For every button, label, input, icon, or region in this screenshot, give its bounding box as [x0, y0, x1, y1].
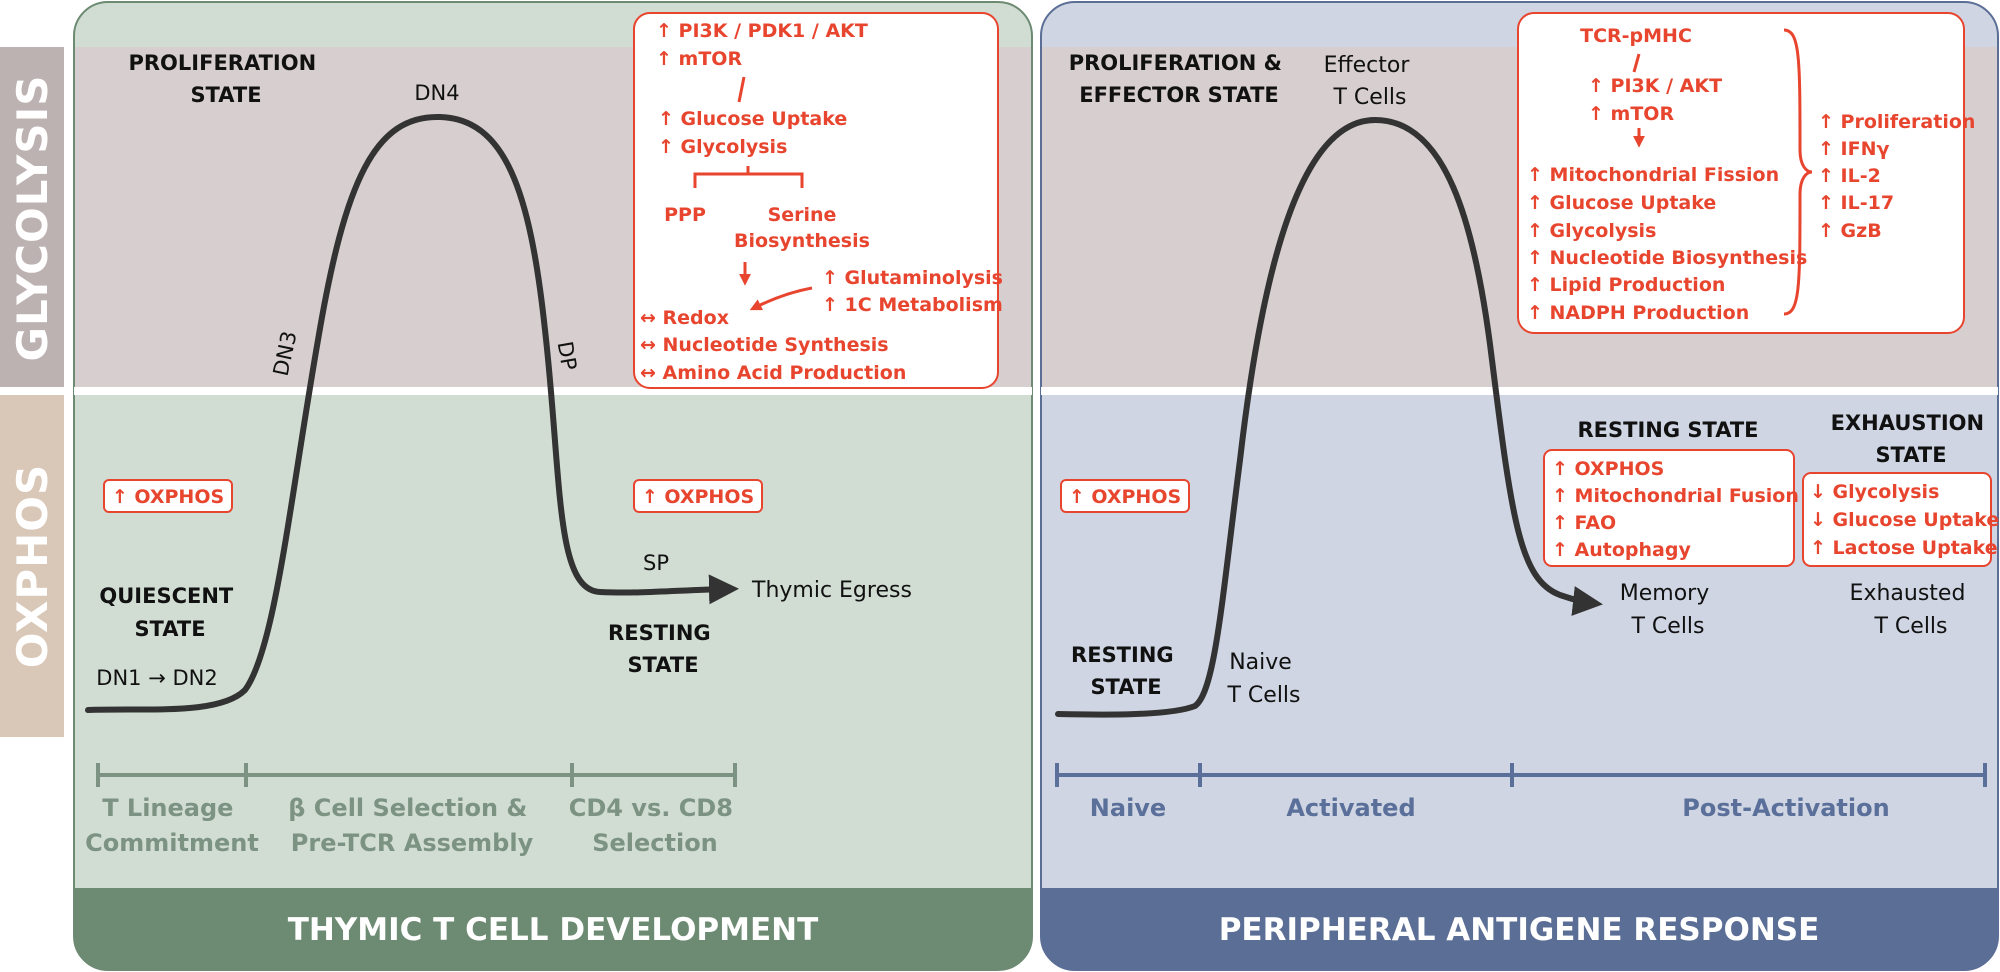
svg-text:↑ Glucose Uptake: ↑ Glucose Uptake: [1527, 192, 1716, 214]
thymic-oxphos-badge-1: [103, 479, 233, 513]
exhausted-t-cells: Exhausted T Cells: [1850, 581, 1973, 639]
thymic-quiescent-state: QUIESCENT STATE: [99, 584, 240, 641]
svg-text:↑ Glucose Uptake: ↑ Glucose Uptake: [658, 108, 847, 130]
svg-text:↑ Lipid Production: ↑ Lipid Production: [1527, 274, 1725, 296]
svg-text:↔ Nucleotide Synthesis: ↔ Nucleotide Synthesis: [640, 334, 889, 356]
memory-metabolism-box: ↑ OXPHOS ↑ Mitochondrial Fusion ↑ FAO ↑ …: [1543, 449, 1799, 567]
peripheral-oxphos-badge-label: ↑ OXPHOS: [1069, 486, 1181, 508]
exhaustion-state: EXHAUSTION STATE: [1831, 411, 1992, 467]
peripheral-metabolism-curve: [1055, 116, 1603, 718]
svg-text:PPP: PPP: [664, 204, 706, 226]
thymic-oxphos-badge-2: [633, 479, 763, 513]
svg-text:↑ PI3K / PDK1 / AKT: ↑ PI3K / PDK1 / AKT: [656, 20, 868, 42]
effector-t-cells: Effector T Cells: [1324, 53, 1417, 110]
svg-text:TCR-pMHC: TCR-pMHC: [1580, 25, 1692, 47]
peripheral-footer-title: PERIPHERAL ANTIGENE RESPONSE: [1219, 912, 1820, 948]
svg-text:↑ OXPHOS: ↑ OXPHOS: [1552, 458, 1664, 480]
peripheral-proliferation-state: PROLIFERATION & EFFECTOR STATE: [1069, 51, 1290, 107]
memory-resting-state: RESTING STATE: [1577, 418, 1758, 442]
thymic-egress-label: Thymic Egress: [751, 578, 912, 603]
svg-text:↑ Lactose Uptake: ↑ Lactose Uptake: [1810, 537, 1998, 559]
peripheral-timeline: [1055, 763, 1987, 787]
phase-post-activation: Post-Activation: [1682, 794, 1889, 822]
phase-beta-selection: β Cell Selection & Pre-TCR Assembly: [288, 794, 535, 857]
svg-text:↑ Proliferation: ↑ Proliferation: [1818, 111, 1975, 133]
memory-t-cells: Memory T Cells: [1620, 581, 1716, 639]
svg-text:↑ PI3K / AKT: ↑ PI3K / AKT: [1588, 75, 1722, 97]
phase-activated: Activated: [1286, 794, 1415, 822]
thymic-proliferation-state: PROLIFERATION STATE: [129, 51, 324, 107]
thymic-oxphos-badge-1-label: ↑ OXPHOS: [112, 486, 224, 508]
peripheral-footer-bar: [1041, 888, 1998, 970]
svg-text:↑ IFNγ: ↑ IFNγ: [1818, 138, 1889, 160]
svg-text:↑ Glycolysis: ↑ Glycolysis: [658, 136, 787, 158]
glycolysis-side-bar: [0, 47, 64, 387]
svg-text:↑ IL-17: ↑ IL-17: [1818, 192, 1894, 214]
thymic-metabolism-curve: [85, 113, 739, 713]
svg-text:↑ Glycolysis: ↑ Glycolysis: [1527, 220, 1656, 242]
peripheral-band-divider: [1041, 387, 1998, 395]
phase-naive: Naive: [1090, 794, 1166, 822]
glycolysis-side-label: GLYCOLYSIS: [8, 75, 57, 362]
thymic-footer-bar: [74, 888, 1032, 970]
stage-dp: DP: [553, 339, 582, 372]
phase-t-lineage: T Lineage Commitment: [85, 794, 259, 857]
activation-signaling-box: TCR-pMHC ↑ PI3K / AKT ↑ mTOR ↑ Mitochond…: [1517, 12, 1975, 334]
exhaustion-metabolism-box: ↓ Glycolysis ↓ Glucose Uptake ↑ Lactose …: [1802, 472, 1999, 567]
thymic-timeline: [96, 763, 737, 787]
oxphos-side-bar: [0, 395, 64, 737]
svg-text:↔ Redox: ↔ Redox: [640, 307, 729, 329]
svg-text:↓ Glycolysis: ↓ Glycolysis: [1810, 481, 1939, 503]
svg-text:↑ IL-2: ↑ IL-2: [1818, 165, 1881, 187]
svg-text:↑ Mitochondrial Fusion: ↑ Mitochondrial Fusion: [1552, 485, 1799, 507]
stage-dn1-dn2: DN1 → DN2: [96, 666, 217, 690]
thymic-oxphos-badge-2-label: ↑ OXPHOS: [642, 486, 754, 508]
svg-text:↑ 1C Metabolism: ↑ 1C Metabolism: [822, 294, 1003, 316]
svg-text:↓ Glucose Uptake: ↓ Glucose Uptake: [1810, 509, 1999, 531]
stage-dn4: DN4: [414, 81, 459, 105]
svg-text:↑ FAO: ↑ FAO: [1552, 512, 1616, 534]
thymic-footer-title: THYMIC T CELL DEVELOPMENT: [288, 912, 819, 948]
stage-sp: SP: [643, 551, 669, 575]
svg-text:Serine: Serine: [768, 204, 837, 226]
svg-text:Biosynthesis: Biosynthesis: [734, 230, 870, 252]
svg-text:↑ Glutaminolysis: ↑ Glutaminolysis: [822, 267, 1003, 289]
svg-text:↑ mTOR: ↑ mTOR: [1588, 103, 1674, 125]
thymic-resting-state: RESTING STATE: [608, 621, 718, 677]
phase-cd4-cd8: CD4 vs. CD8 Selection: [569, 794, 742, 857]
svg-text:↑ mTOR: ↑ mTOR: [656, 48, 742, 70]
svg-text:↑ GzB: ↑ GzB: [1818, 220, 1882, 242]
peripheral-oxphos-badge: [1060, 479, 1190, 513]
svg-text:↑ Nucleotide Biosynthesis: ↑ Nucleotide Biosynthesis: [1527, 247, 1807, 269]
naive-t-cells: Naive T Cells: [1226, 650, 1300, 708]
svg-text:↔ Amino Acid Production: ↔ Amino Acid Production: [640, 362, 906, 384]
svg-text:↑ Autophagy: ↑ Autophagy: [1552, 539, 1691, 561]
svg-text:↑ NADPH Production: ↑ NADPH Production: [1527, 302, 1749, 324]
oxphos-side-label: OXPHOS: [8, 464, 57, 668]
svg-text:↑ Mitochondrial Fission: ↑ Mitochondrial Fission: [1527, 164, 1779, 186]
thymic-signaling-box: ↑ PI3K / PDK1 / AKT ↑ mTOR ↑ Glucose Upt…: [633, 12, 1003, 389]
peripheral-resting-state: RESTING STATE: [1071, 643, 1181, 699]
